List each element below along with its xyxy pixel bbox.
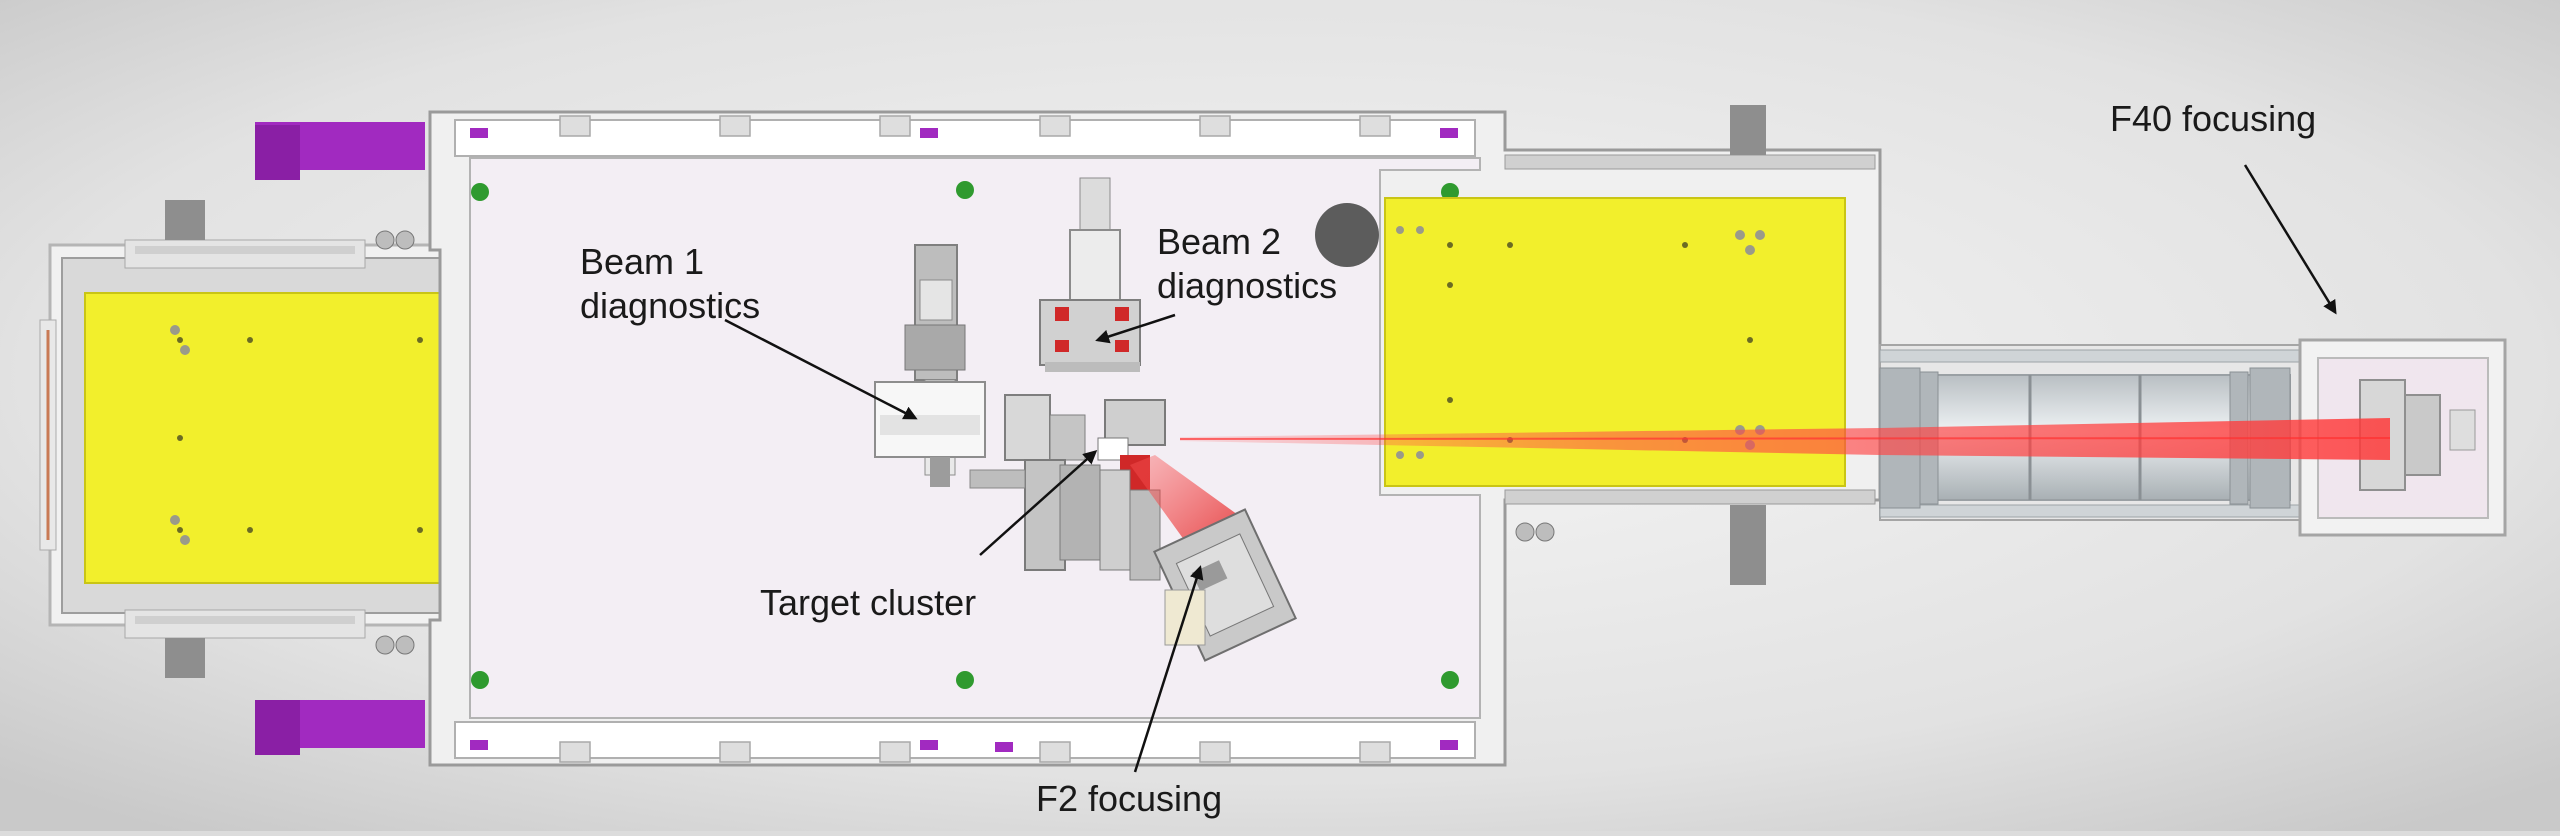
- f2-focusing-assembly: [1130, 455, 1298, 662]
- f2-focusing-label: F2 focusing: [1036, 778, 1223, 819]
- beam1-label-line1: Beam 1: [580, 241, 705, 282]
- arrow-beam2: [1095, 313, 1176, 344]
- beam2-label-line2: diagnostics: [1157, 265, 1338, 306]
- beam1-label: Beam 1 diagnostics: [580, 240, 760, 328]
- beam2-label: Beam 2 diagnostics: [1157, 220, 1337, 308]
- target-cluster-label: Target cluster: [760, 582, 977, 623]
- arrow-f2: [1133, 565, 1204, 773]
- arrow-target: [979, 449, 1098, 556]
- f40-focusing-label: F40 focusing: [2110, 98, 2317, 139]
- beam2-diagnostics-stage: [1039, 177, 1141, 372]
- beam1-label-line2: diagnostics: [580, 285, 761, 326]
- beam1-diagnostics-stage: [874, 244, 986, 487]
- purple-supports: [255, 122, 425, 755]
- arrow-f40: [2243, 164, 2337, 315]
- target-cluster: [969, 394, 1166, 581]
- beam2-label-line1: Beam 2: [1157, 221, 1282, 262]
- callout-arrows: [724, 164, 2337, 773]
- arrow-beam1: [724, 318, 918, 420]
